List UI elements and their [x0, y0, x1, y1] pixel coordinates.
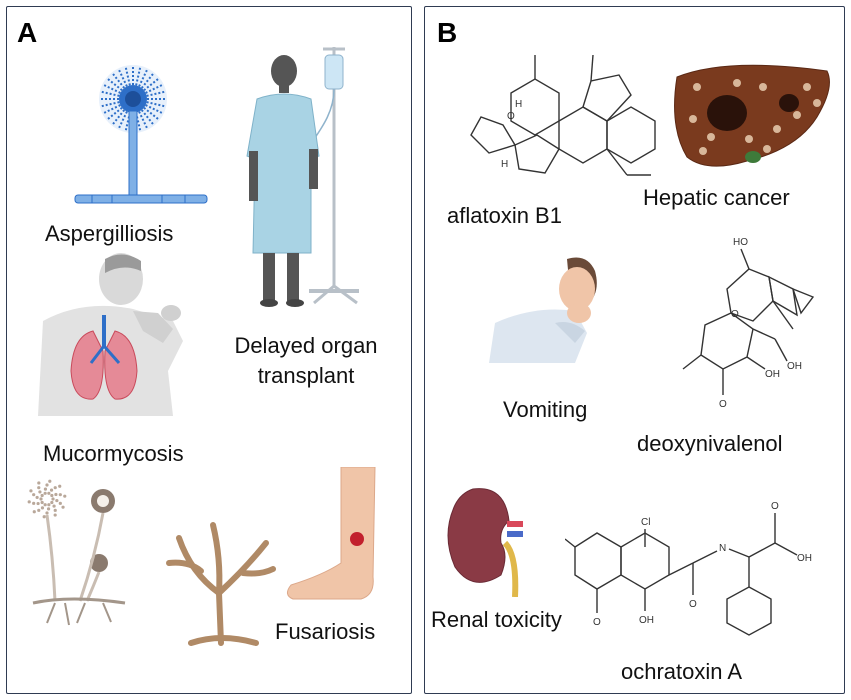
vomiting-label: Vomiting [503, 397, 588, 422]
patient-iv-illustration [246, 47, 359, 307]
delayed-transplant-line-1: Delayed organ [234, 333, 378, 358]
delayed-transplant-label: Delayed organ transplant [211, 331, 401, 391]
chem-oh-4: OH [797, 553, 812, 564]
lesion-icon [350, 532, 364, 546]
chem-o-2: O [731, 309, 739, 320]
deoxynivalenol-structure: HO O O OH OH [682, 237, 815, 410]
chem-ho-1: HO [733, 237, 748, 248]
aspergillus-illustration [74, 65, 208, 204]
deoxynivalenol-label: deoxynivalenol [637, 431, 783, 456]
chem-o-6: O [771, 501, 779, 512]
ochratoxin-structure: Cl O OH O N O OH [565, 501, 812, 636]
fusarium-illustration [166, 522, 276, 646]
chem-h-1: H [515, 99, 522, 110]
renal-toxicity-label: Renal toxicity [431, 607, 562, 632]
chem-oh-2: OH [787, 361, 802, 372]
vomiting-person-illustration [489, 257, 597, 363]
mucormycosis-label: Mucormycosis [43, 441, 184, 466]
panel-a: A Aspergilliosis [6, 6, 412, 694]
delayed-transplant-line-2: transplant [257, 363, 355, 388]
leg-lesion-illustration [287, 467, 376, 600]
chem-oh-1: OH [765, 369, 780, 380]
aspergillus-head [99, 65, 167, 133]
kidney-illustration [447, 488, 523, 597]
hepatic-cancer-label: Hepatic cancer [643, 185, 790, 210]
ochratoxin-label: ochratoxin A [621, 659, 743, 684]
aflatoxin-label: aflatoxin B1 [447, 203, 562, 228]
panel-b: B O H H aflatoxin B1 Hepatic cancer Vomi… [424, 6, 845, 694]
panel-b-label: B [437, 17, 458, 48]
chem-o-3: O [719, 399, 727, 410]
aflatoxin-structure: O H H [470, 54, 656, 176]
panel-a-label: A [17, 17, 38, 48]
chem-o-5: O [689, 599, 697, 610]
lungs-icon [70, 315, 138, 400]
chem-o-1: O [507, 111, 515, 122]
chem-cl-1: Cl [641, 517, 650, 528]
chem-h-2: H [501, 159, 508, 170]
liver-illustration [674, 64, 830, 167]
coughing-person-illustration [38, 253, 183, 416]
chem-oh-3: OH [639, 615, 654, 626]
fusariosis-label: Fusariosis [275, 619, 376, 644]
chem-o-4: O [593, 617, 601, 628]
chem-n-1: N [719, 543, 726, 554]
mucor-illustration [27, 479, 126, 626]
aspergilliosis-label: Aspergilliosis [45, 221, 174, 246]
